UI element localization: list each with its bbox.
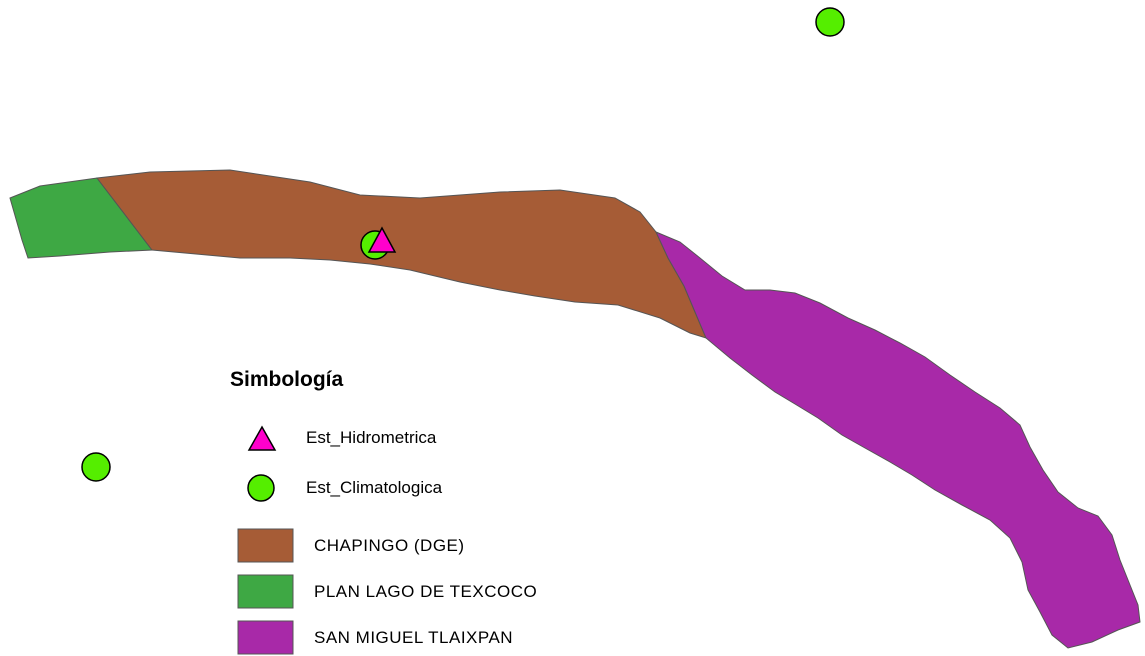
legend-triangle-icon <box>247 425 277 451</box>
legend-swatch-plan-lago <box>237 574 294 609</box>
climatological-station-marker[interactable] <box>815 7 845 37</box>
hydrometric-station-marker[interactable] <box>367 226 397 253</box>
legend-circle-icon <box>247 474 275 502</box>
region-plan-lago-de-texcoco <box>9 177 153 259</box>
region-chapingo-dge <box>96 169 707 339</box>
legend-label-hidrometrica: Est_Hidrometrica <box>306 428 437 447</box>
legend-label-chapingo: CHAPINGO (DGE) <box>314 536 465 555</box>
legend-label-climatologica: Est_Climatologica <box>306 478 443 497</box>
legend-label-san-miguel: SAN MIGUEL TLAIXPAN <box>314 628 514 647</box>
region-san-miguel-tlaixpan <box>655 231 1141 649</box>
climatological-station-marker[interactable] <box>81 452 111 482</box>
legend-swatch-chapingo <box>237 528 294 563</box>
legend-swatch-san-miguel <box>237 620 294 655</box>
legend-title: Simbología <box>230 368 344 391</box>
legend-label-plan-lago: PLAN LAGO DE TEXCOCO <box>314 582 538 601</box>
